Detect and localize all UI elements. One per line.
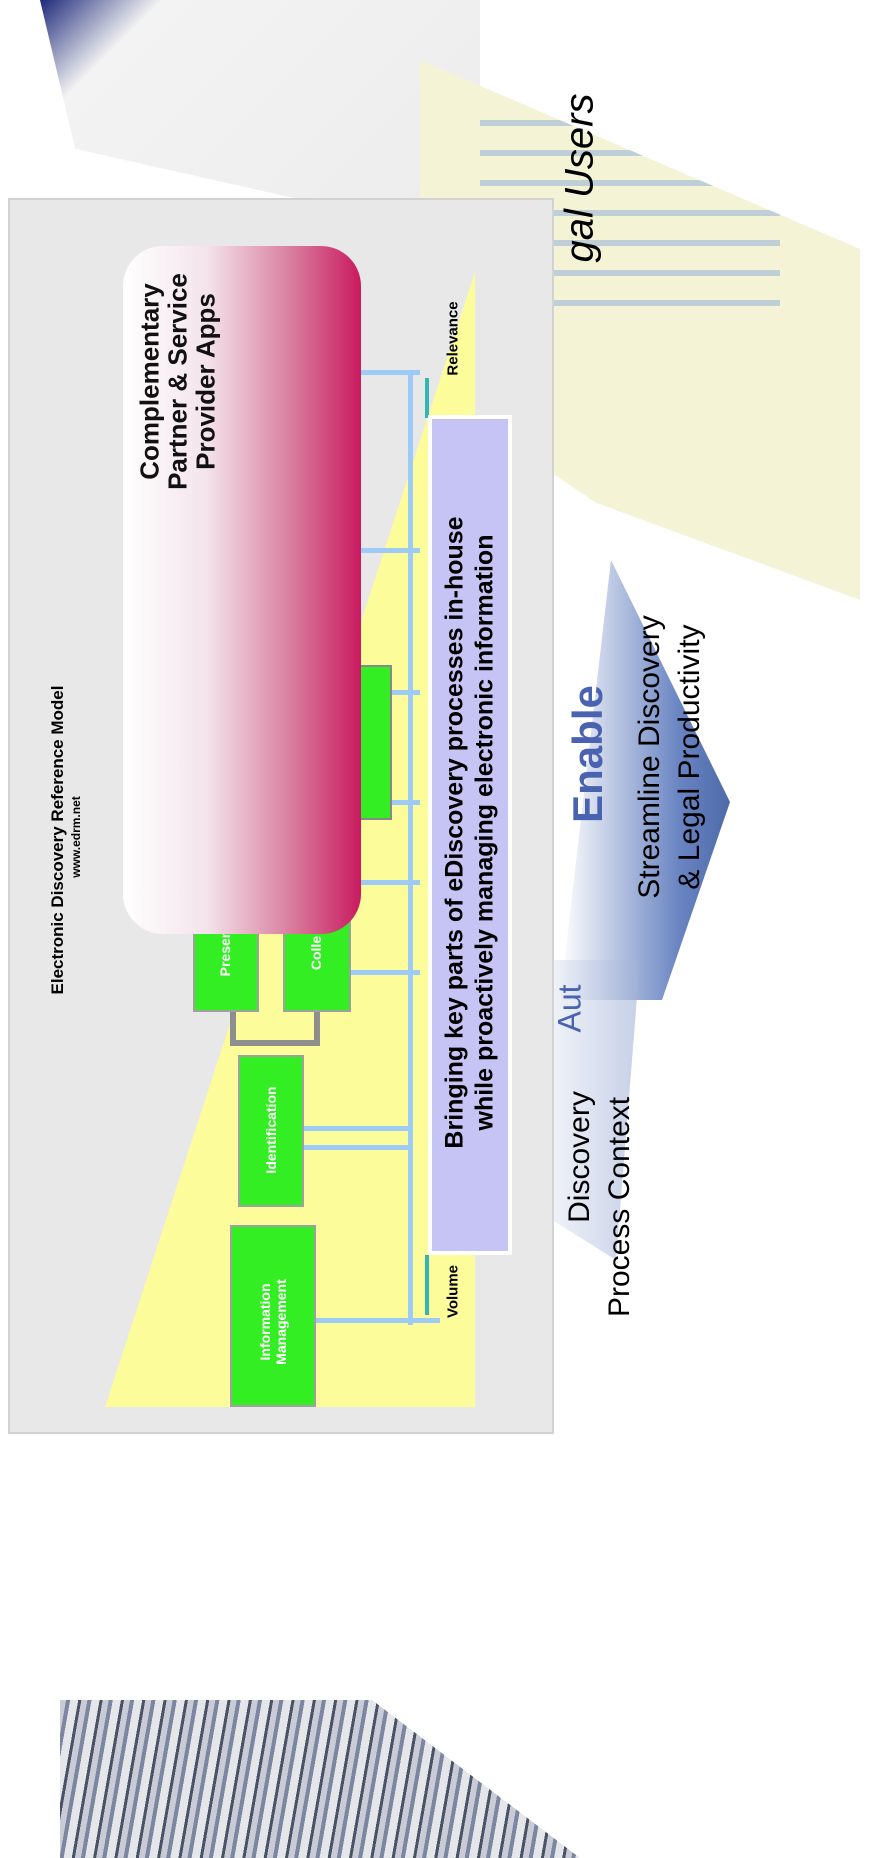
enable-heading: Enable (564, 685, 611, 823)
table-row (480, 180, 780, 186)
gray-connector (230, 1040, 320, 1046)
table-row (480, 120, 780, 126)
relevance-label: Relevance (444, 301, 462, 376)
partner-apps-line-2: Partner & Service (162, 273, 193, 490)
discovery-line-1: Discovery (563, 1091, 596, 1223)
identification-label: Identification (263, 1086, 279, 1174)
gray-connector (230, 1000, 236, 1046)
legal-users-heading: gal Users (557, 93, 602, 263)
document-photo (60, 1700, 580, 1858)
slide-title: Electronic Discovery Reference Model (48, 685, 67, 995)
table-row (480, 150, 780, 156)
auto-heading: Aut (551, 984, 588, 1033)
ediscovery-blurb (428, 415, 512, 1255)
table-row (480, 270, 780, 276)
partner-apps-line-3: Provider Apps (190, 293, 221, 470)
streamline-line-2: & Legal Productivity (673, 624, 706, 890)
processing-box (358, 665, 392, 820)
connector-line (300, 1126, 410, 1131)
connector-line (300, 1145, 410, 1150)
streamline-line-1: Streamline Discovery (633, 615, 666, 899)
slide-url: www.edrm.net (69, 796, 83, 878)
connector-line (360, 370, 420, 375)
partner-apps-overlay (123, 246, 361, 934)
connector-line (300, 1318, 440, 1323)
partner-apps-line-1: Complementary (134, 283, 165, 480)
teal-bracket (425, 378, 429, 418)
information-management-label: Information Management (257, 1279, 289, 1365)
connector-line (360, 548, 420, 553)
identification-box (238, 1055, 304, 1207)
teal-bracket (425, 1255, 429, 1315)
connector-trunk (408, 370, 413, 1325)
table-row (480, 210, 780, 216)
discovery-line-2: Process Context (603, 1096, 636, 1317)
table-row (480, 240, 780, 246)
blurb-line-1: Bringing key parts of eDiscovery process… (440, 516, 469, 1149)
volume-label: Volume (444, 1264, 462, 1319)
connector-line (350, 970, 420, 975)
connector-line (350, 880, 420, 885)
table-row (480, 300, 780, 306)
gray-connector (314, 1000, 320, 1046)
information-management-box (230, 1225, 316, 1407)
blurb-line-2: while proactively managing electronic in… (470, 534, 499, 1131)
